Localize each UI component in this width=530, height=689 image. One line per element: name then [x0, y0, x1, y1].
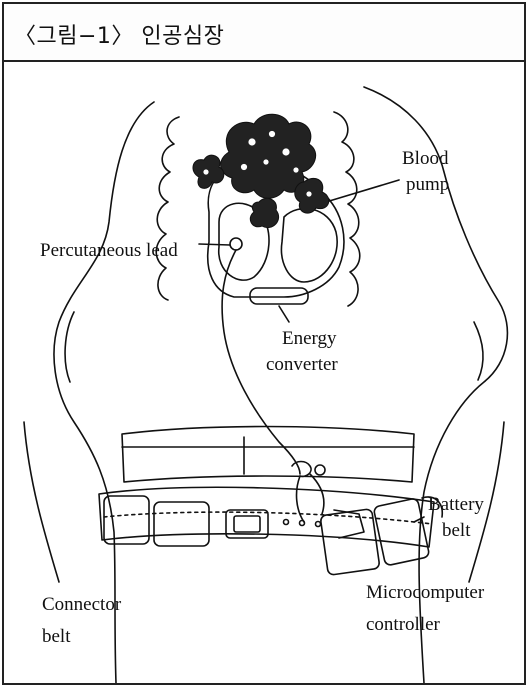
- label-connector-belt: Connector belt: [42, 592, 121, 650]
- label-battery-line2: belt: [442, 518, 484, 544]
- label-battery-belt: Battery belt: [428, 492, 484, 544]
- label-battery-line1: Battery: [428, 492, 484, 518]
- label-microcomputer-line2: controller: [366, 612, 484, 638]
- label-energy-converter: Energy converter: [266, 326, 338, 378]
- label-blood-pump-line2: pump: [406, 172, 449, 198]
- label-connector-line2: belt: [42, 624, 121, 650]
- label-percutaneous-lead: Percutaneous lead: [40, 238, 178, 264]
- left-pouch-2: [154, 502, 209, 546]
- pump-right-chamber: [281, 209, 337, 282]
- upper-belt: [122, 427, 414, 483]
- leader-energy: [279, 306, 289, 322]
- figure-title-bar: 〈그림−1〉 인공심장: [4, 4, 524, 62]
- leader-blood-pump: [326, 180, 399, 202]
- lead-connector-ring: [292, 462, 311, 477]
- leader-percutaneous: [199, 244, 230, 245]
- heart-tissue-center: [250, 198, 278, 227]
- ribcage-left: [156, 117, 179, 300]
- arm-left: [24, 422, 59, 582]
- label-microcomputer-line1: Microcomputer: [366, 580, 484, 606]
- shoulder-left: [65, 312, 74, 382]
- label-microcomputer-controller: Microcomputer controller: [366, 580, 484, 638]
- lead-split-1: [297, 476, 304, 522]
- label-blood-pump-line1: Blood: [402, 146, 449, 172]
- lead-port: [230, 238, 242, 250]
- label-energy-line2: converter: [266, 352, 338, 378]
- label-blood-pump: Blood pump: [402, 146, 449, 198]
- shoulder-right: [474, 322, 483, 380]
- ribcage-right: [334, 112, 360, 306]
- lead-split-2: [310, 474, 324, 514]
- figure-title: 〈그림−1〉 인공심장: [14, 18, 224, 50]
- label-energy-line1: Energy: [282, 326, 338, 352]
- label-connector-line1: Connector: [42, 592, 121, 618]
